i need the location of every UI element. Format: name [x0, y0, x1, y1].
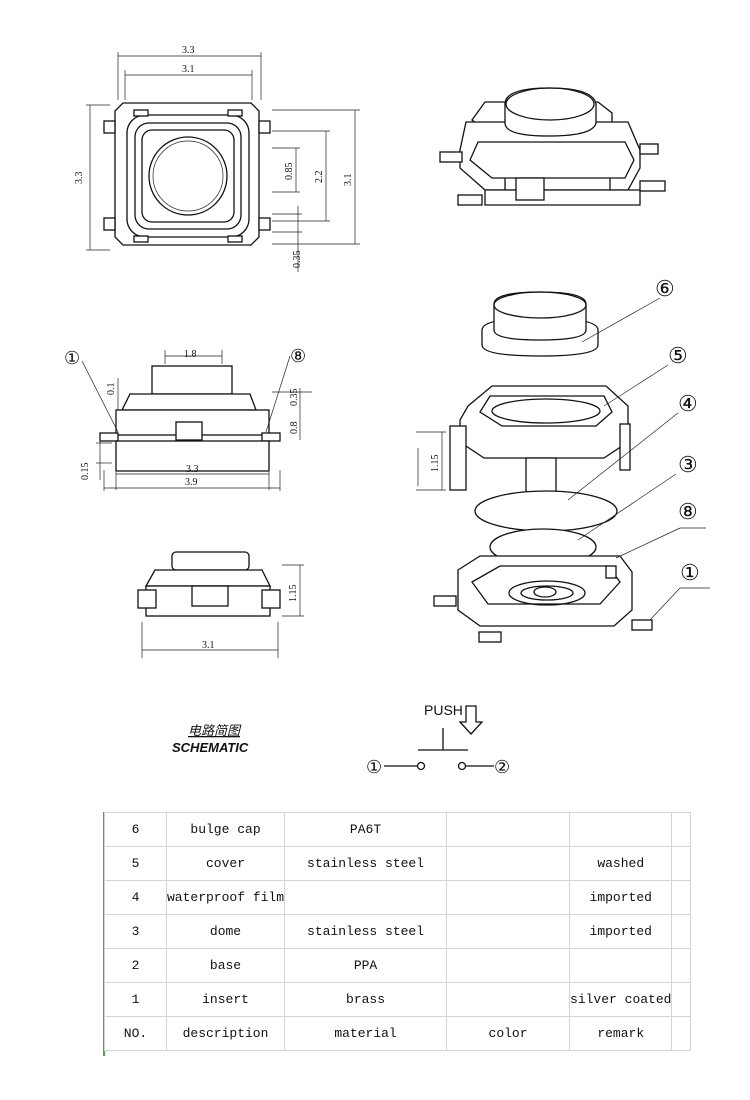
dim-h-a: 0.35: [289, 389, 300, 407]
schematic-title-en: SCHEMATIC: [172, 740, 249, 755]
header-color: color: [446, 1016, 571, 1051]
callout-4: ④: [678, 391, 698, 416]
header-description: description: [165, 1016, 286, 1051]
cell-description: insert: [165, 982, 286, 1017]
table-row: 3 dome stainless steel imported: [104, 914, 692, 949]
cell-spacer: [671, 846, 692, 881]
dim-base-off: 0.15: [80, 463, 91, 481]
dim-h-mid: 3.1: [343, 174, 354, 187]
cell-description: cover: [165, 846, 286, 881]
cell-spacer: [671, 914, 692, 949]
dim-w-body: 3.3: [186, 464, 199, 475]
cell-remark: imported: [569, 880, 673, 915]
cell-color: [446, 914, 571, 949]
schematic: 电路简图 SCHEMATIC PUSH ① ②: [172, 702, 510, 777]
cell-color: [446, 880, 571, 915]
cell-material: brass: [284, 982, 448, 1017]
callout-1: ①: [680, 560, 700, 585]
cell-remark: washed: [569, 846, 673, 881]
dim-w-total: 3.9: [185, 477, 198, 488]
terminal-1: ①: [366, 757, 382, 777]
table-row: 4 waterproof film imported: [104, 880, 692, 915]
cell-spacer: [671, 982, 692, 1017]
cell-description: waterproof film: [165, 880, 286, 915]
cell-material: PPA: [284, 948, 448, 983]
header-no: NO.: [104, 1016, 167, 1051]
cell-description: base: [165, 948, 286, 983]
dim-pad-gap: 0.85: [284, 163, 295, 181]
isometric-view: [439, 87, 666, 206]
cell-material: stainless steel: [284, 914, 448, 949]
front-view: 1.15 3.1: [137, 551, 304, 658]
cell-no: 1: [104, 982, 167, 1017]
bom-table: 6 bulge cap PA6T 5 cover stainless steel…: [104, 812, 692, 1051]
cell-spacer: [671, 812, 692, 847]
table-header-row: NO. description material color remark: [104, 1016, 692, 1051]
top-view: 3.3 3.1 3.3 3.1 2.2 0.85 0.35: [74, 45, 360, 272]
dim-h-inner: 2.2: [314, 171, 325, 184]
exploded-view: 1.15 ⑥ ⑤ ④ ③ ⑧ ①: [416, 276, 710, 643]
cell-color: [446, 948, 571, 983]
dim-w-outer: 3.3: [182, 45, 195, 56]
technical-drawing: 3.3 3.1 3.3 3.1 2.2 0.85 0.35: [64, 45, 710, 777]
callout-5: ⑤: [668, 343, 688, 368]
dim-cap-w: 1.8: [184, 349, 197, 360]
callout-6: ⑥: [655, 276, 675, 301]
cell-color: [446, 812, 571, 847]
side-callout-right: ⑧: [290, 346, 306, 366]
table-row: 2 base PPA: [104, 948, 692, 983]
header-material: material: [284, 1016, 448, 1051]
cell-color: [446, 982, 571, 1017]
cell-no: 6: [104, 812, 167, 847]
cell-description: bulge cap: [165, 812, 286, 847]
cell-remark: imported: [569, 914, 673, 949]
cell-remark: [569, 948, 673, 983]
cell-spacer: [671, 880, 692, 915]
cell-material: [284, 880, 448, 915]
cell-no: 2: [104, 948, 167, 983]
dim-pad-w: 0.35: [292, 251, 303, 269]
cell-no: 4: [104, 880, 167, 915]
side-callout-left: ①: [64, 348, 80, 368]
push-label: PUSH: [424, 702, 463, 718]
cell-no: 5: [104, 846, 167, 881]
cell-remark: [569, 812, 673, 847]
dim-w-inner: 3.1: [182, 64, 195, 75]
schematic-title-cn: 电路简图: [188, 723, 242, 738]
callout-3: ③: [678, 452, 698, 477]
cell-color: [446, 846, 571, 881]
front-dim-width: 3.1: [202, 640, 215, 651]
header-remark: remark: [569, 1016, 673, 1051]
cell-spacer: [671, 948, 692, 983]
cell-material: stainless steel: [284, 846, 448, 881]
push-arrow-icon: [458, 705, 484, 735]
exploded-dim-height: 1.15: [430, 455, 441, 473]
table-row: 1 insert brass silver coated: [104, 982, 692, 1017]
dim-cap-h: 0.1: [106, 383, 117, 396]
side-view: 1.8 0.1 0.35 0.8 0.15 3.3 3.9 ① ⑧: [64, 346, 312, 491]
cell-description: dome: [165, 914, 286, 949]
cell-no: 3: [104, 914, 167, 949]
terminal-2: ②: [494, 757, 510, 777]
callout-8: ⑧: [678, 499, 698, 524]
dim-h-outer: 3.3: [74, 172, 85, 185]
table-row: 6 bulge cap PA6T: [104, 812, 692, 847]
cell-material: PA6T: [284, 812, 448, 847]
cell-remark: silver coated: [569, 982, 673, 1017]
cell-spacer: [671, 1016, 692, 1051]
table-row: 5 cover stainless steel washed: [104, 846, 692, 881]
dim-h-b: 0.8: [289, 422, 300, 435]
front-dim-height: 1.15: [288, 585, 299, 603]
